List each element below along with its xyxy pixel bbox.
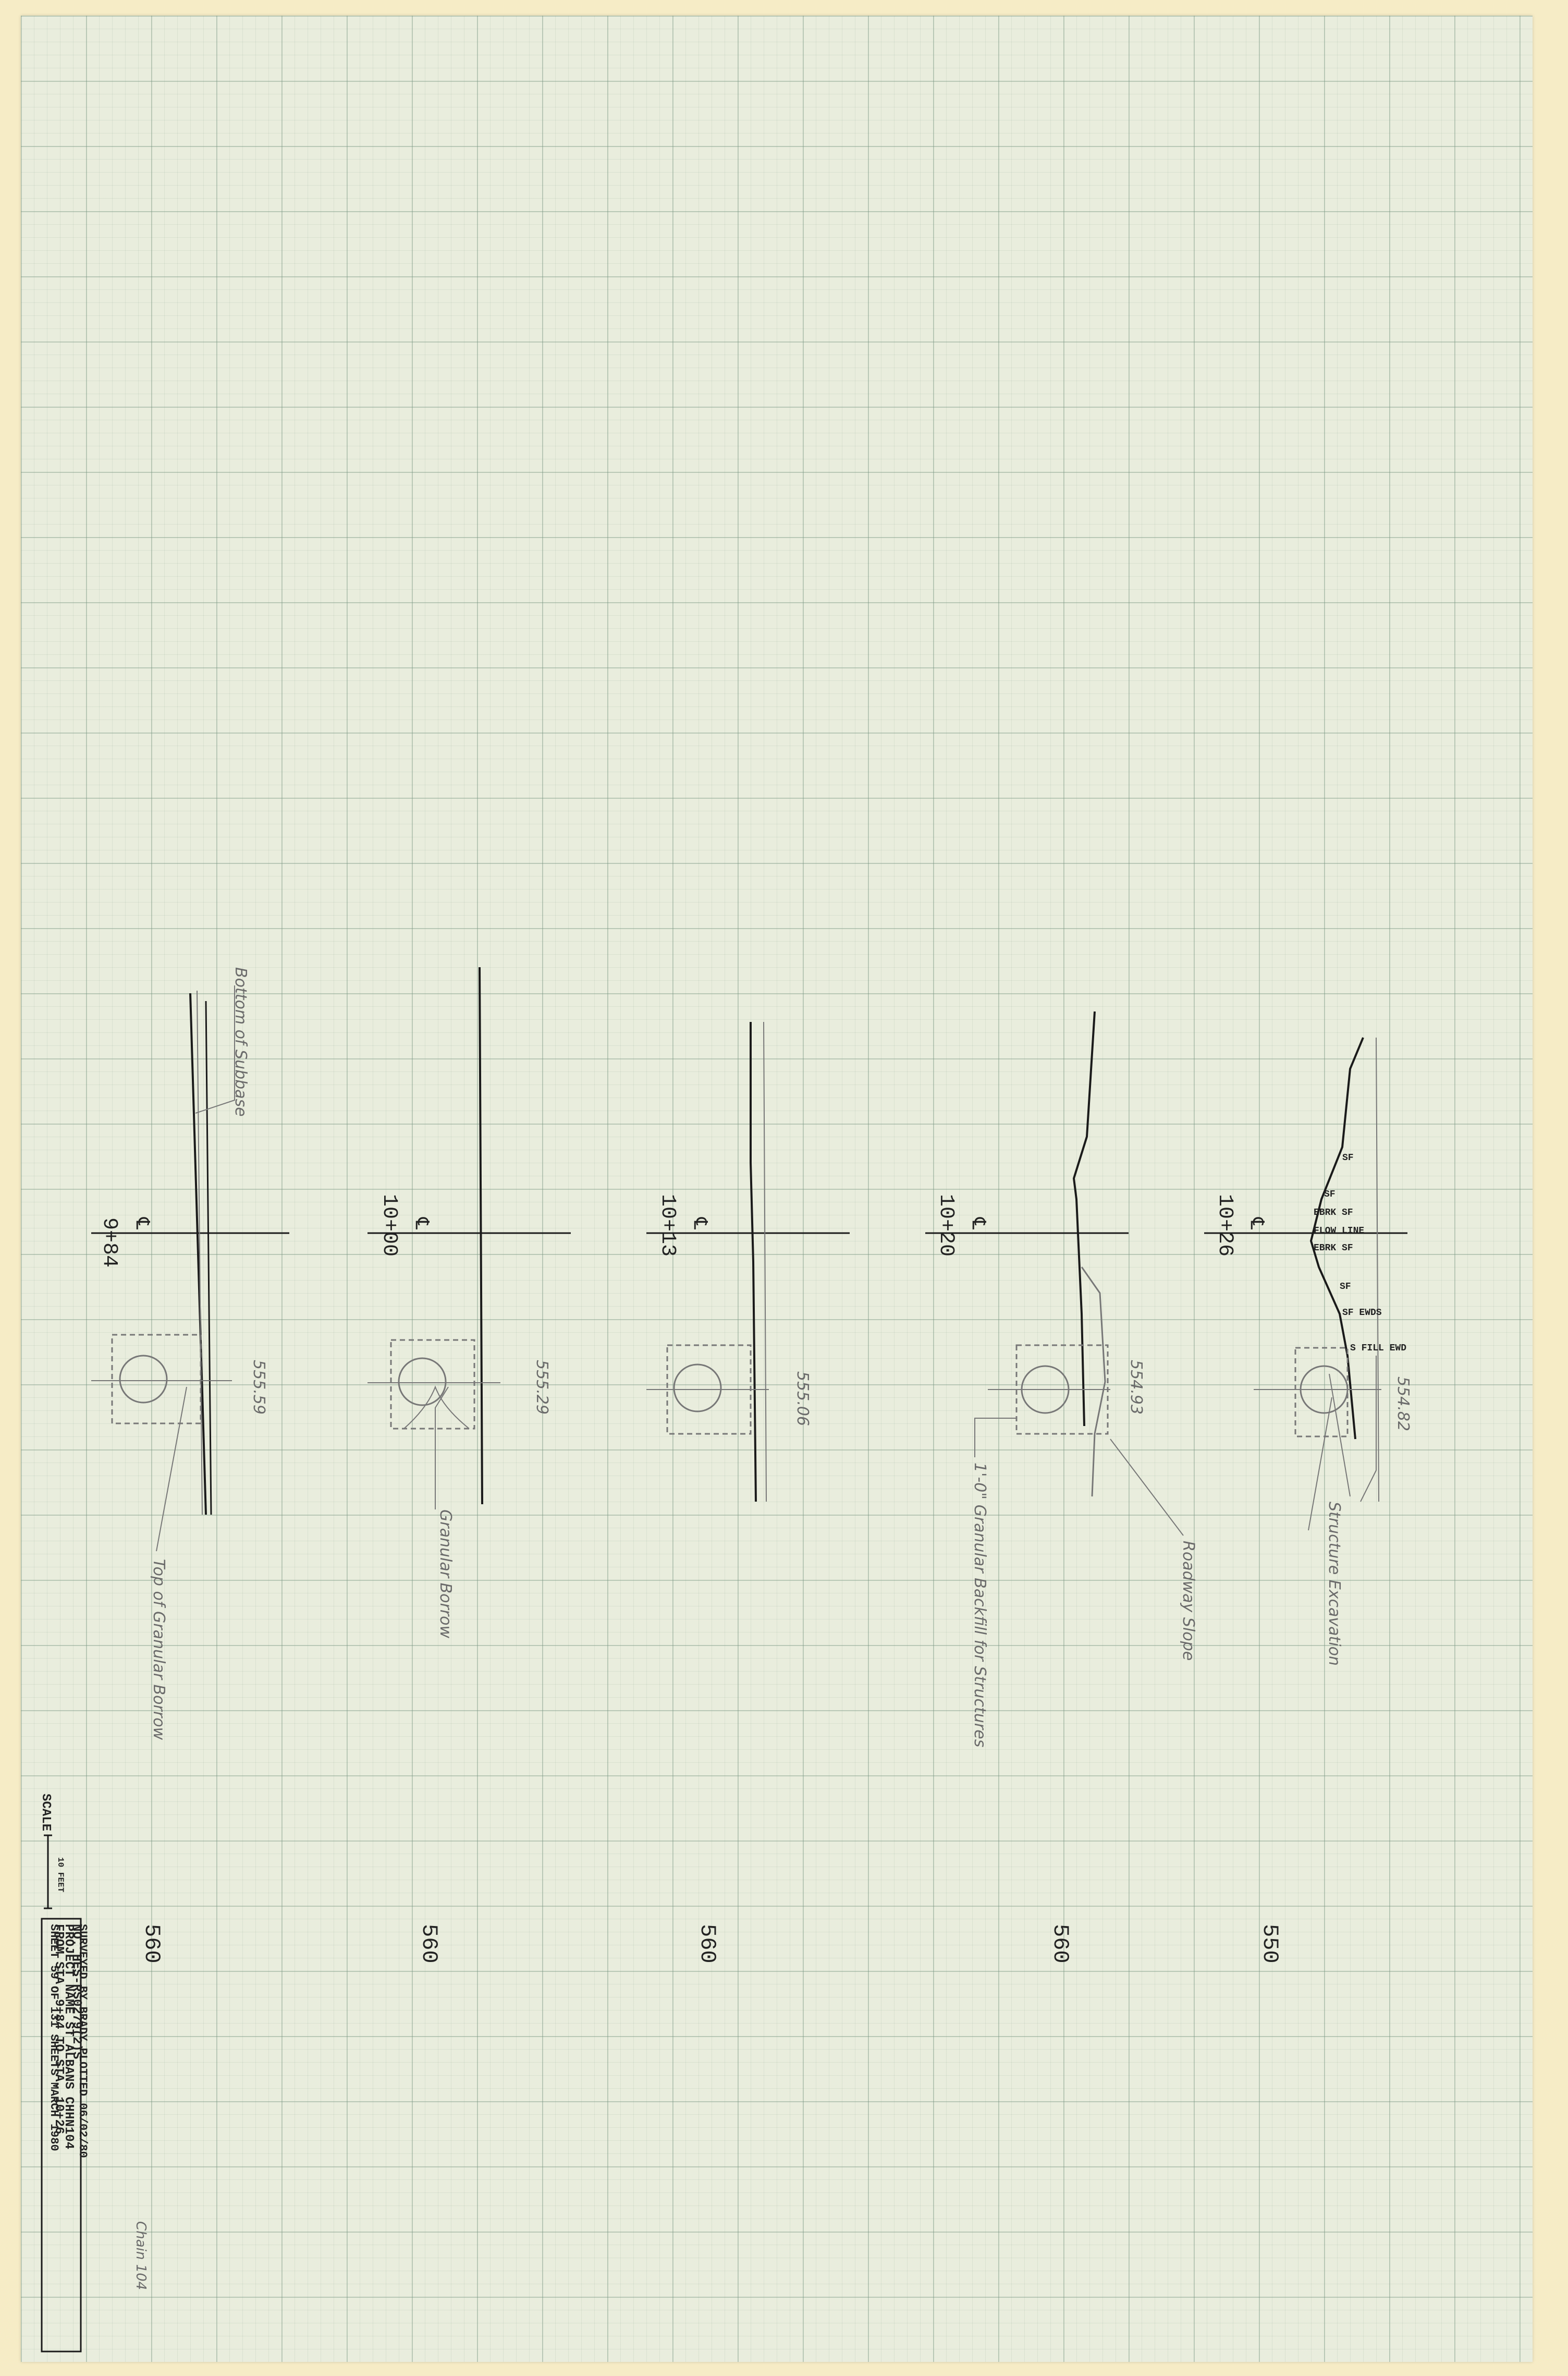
annotation-structure-excavation: Structure Excavation [1325,1502,1343,1666]
annotation-top-of-granular-borrow: Top of Granular Borrow [150,1559,168,1740]
pipe-circle [119,1355,168,1404]
plotter-label: FLOW LINE [1314,1226,1364,1236]
leader-line [1110,1439,1184,1536]
leader-line [1329,1373,1351,1497]
section-9-84: ℄ 9+84 555.59 Bottom of Subbase Top of G… [91,967,289,1964]
elevation-label: 554.93 [1127,1360,1145,1415]
profile-line [1072,1011,1096,1427]
centerline-symbol: ℄ [967,1217,988,1229]
title-line-1: FROM STA. 9+84 TO STA. 10+26 [52,1924,66,2134]
profile-line [1360,1356,1377,1502]
elevation-label: 555.29 [533,1360,551,1415]
profile-line [197,990,203,1515]
annotation-granular-backfill: 1'-0" Granular Backfill for Structures [971,1463,989,1747]
graph-paper [21,16,1533,2362]
profile-line [1081,1266,1106,1497]
plotter-label: SF [1342,1153,1354,1163]
profile-line [750,1022,757,1502]
leader-line [156,1386,187,1552]
title-line-4: SURVEYED BY BRADY PLOTTED 06/02/80 [76,1924,89,2158]
plotter-label: SF [1340,1282,1351,1292]
profile-line [1376,1037,1379,1502]
annotation-roadway-slope: Roadway Slope [1179,1541,1197,1661]
title-line-5: SHEET 59 OF 131 SHEETS MARCH 1980 [47,1924,60,2151]
scale-bar: SCALE 10 FEET [39,1794,65,1909]
section-10-13: ℄ 10+13 555.06 560 [646,1021,850,1964]
plotter-label: S FILL EWD [1350,1343,1406,1354]
structure-outline [111,1334,202,1424]
centerline-symbol: ℄ [410,1217,432,1229]
title-line-2: PROJECT NAME ST ALBANS CHHN104 [62,1924,76,2149]
profile-line [205,1001,212,1515]
leader-line [435,1386,449,1509]
annotation-granular-borrow: Granular Borrow [436,1509,455,1639]
datum-label: 560 [139,1924,164,1964]
datum-label: 560 [416,1924,442,1964]
title-block-border [41,1918,82,2353]
plotter-label: SF EWDS [1342,1308,1382,1318]
plotter-label: SF [1324,1189,1336,1200]
profile-line [189,993,207,1515]
elevation-label: 555.59 [250,1360,268,1415]
station-label: 9+84 [97,1217,121,1268]
pipe-circle [673,1363,722,1412]
plotter-label: EBRK SF [1314,1208,1353,1218]
structure-outline [1294,1347,1349,1437]
plotter-label: EBRK SF [1314,1243,1353,1253]
title-line-3: NO. HES-RS0279(2)S [69,1924,83,2059]
station-label: 10+26 [1213,1194,1236,1257]
station-label: 10+00 [377,1194,401,1257]
profile-line [763,1021,767,1502]
station-label: 10+13 [656,1194,679,1257]
centerline-symbol: ℄ [689,1217,710,1229]
leader-line [195,985,235,1114]
scale-label: SCALE [39,1794,53,1831]
scale-value: 10 FEET [56,1857,65,1893]
structure-outline [390,1339,475,1430]
datum-label: 560 [1048,1924,1073,1964]
profile-line [1309,1037,1364,1440]
borrow-curve [403,1385,470,1429]
elevation-label: 555.06 [793,1371,812,1426]
handwritten-note: Chain 104 [133,2221,149,2290]
section-10-26: ℄ 10+26 554.82 Structure Excavation 550 … [1204,1037,1412,1964]
elevation-label: 554.82 [1394,1376,1412,1431]
pipe-circle [398,1357,447,1406]
title-block: FROM STA. 9+84 TO STA. 10+26 PROJECT NAM… [41,1918,149,2353]
station-label: 10+20 [934,1194,958,1257]
section-10-20: ℄ 10+20 554.93 1'-0" Granular Backfill f… [925,1011,1197,1964]
annotation-bottom-of-subbase: Bottom of Subbase [231,967,250,1117]
datum-label: 560 [695,1924,720,1964]
leader-line [974,1418,1016,1457]
centerline-symbol: ℄ [1245,1217,1267,1229]
leader-line [1308,1397,1332,1531]
profile-line [479,967,483,1505]
section-10-00: ℄ 10+00 555.29 Granular Borrow 560 [368,967,571,1964]
datum-label: 550 [1257,1924,1282,1964]
centerline-symbol: ℄ [131,1217,152,1229]
